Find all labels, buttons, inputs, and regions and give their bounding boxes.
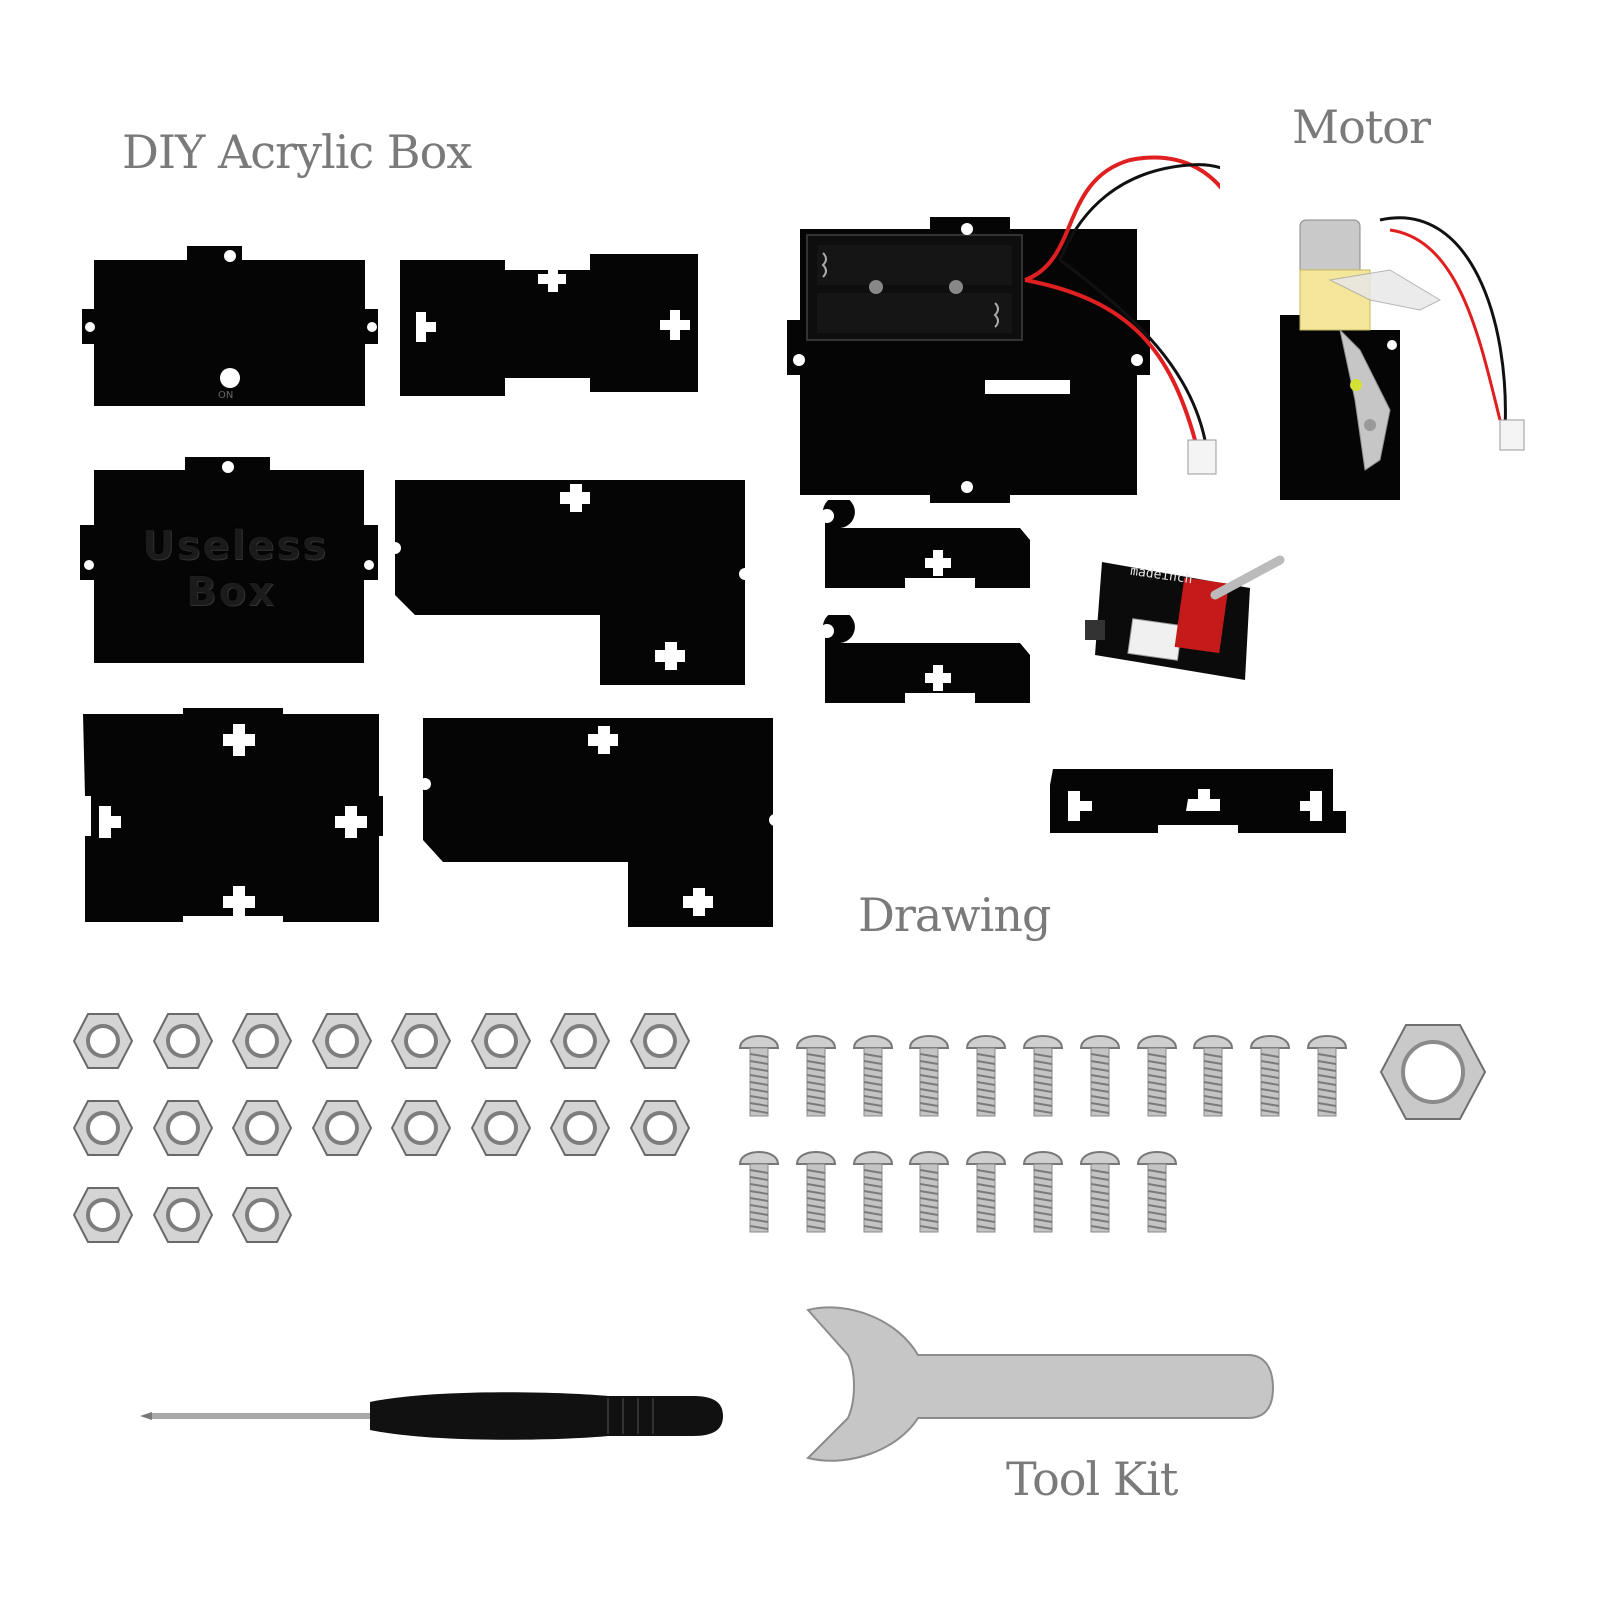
machine-screw xyxy=(1022,1144,1064,1234)
hex-nut xyxy=(549,1099,611,1157)
machine-screw xyxy=(852,1028,894,1118)
machine-screw xyxy=(795,1144,837,1234)
hex-nut xyxy=(470,1012,532,1070)
machine-screw xyxy=(738,1028,780,1118)
hex-nut xyxy=(152,1012,214,1070)
machine-screw xyxy=(1022,1028,1064,1118)
label-motor: Motor xyxy=(1292,100,1431,154)
machine-screw xyxy=(1192,1028,1234,1118)
hex-nut xyxy=(629,1012,691,1070)
large-nut xyxy=(1378,1022,1488,1122)
hex-nut xyxy=(152,1186,214,1244)
machine-screw xyxy=(1136,1144,1178,1234)
motor-assembly xyxy=(1270,200,1560,510)
acrylic-strip-panel xyxy=(1048,765,1348,835)
machine-screw xyxy=(738,1144,780,1234)
machine-screw xyxy=(908,1144,950,1234)
machine-screw xyxy=(795,1028,837,1118)
label-drawing: Drawing xyxy=(858,888,1051,942)
label-tool-kit: Tool Kit xyxy=(1006,1452,1178,1506)
hex-nut xyxy=(72,1099,134,1157)
engraved-text-box: Box xyxy=(186,569,276,615)
acrylic-panel-front-useless-box: Useless Box xyxy=(80,455,380,665)
machine-screw xyxy=(1306,1028,1348,1118)
hex-nut xyxy=(72,1012,134,1070)
hex-nut xyxy=(390,1099,452,1157)
label-diy-acrylic-box: DIY Acrylic Box xyxy=(122,125,472,179)
hex-nut xyxy=(231,1186,293,1244)
hex-nut xyxy=(311,1099,373,1157)
acrylic-panel-side-1 xyxy=(400,252,702,397)
hex-nut xyxy=(231,1012,293,1070)
hex-nut xyxy=(311,1012,373,1070)
machine-screw xyxy=(1249,1028,1291,1118)
acrylic-panel-bottom xyxy=(83,706,385,926)
engraved-text-useless: Useless xyxy=(142,523,328,569)
screwdriver xyxy=(138,1378,728,1458)
machine-screw xyxy=(908,1028,950,1118)
switch-label: ON xyxy=(218,390,234,401)
hex-nut xyxy=(629,1099,691,1157)
hex-nut xyxy=(72,1186,134,1244)
machine-screw xyxy=(1136,1028,1178,1118)
hex-nut xyxy=(390,1012,452,1070)
hex-nut xyxy=(470,1099,532,1157)
machine-screw xyxy=(965,1144,1007,1234)
acrylic-panel-side-2 xyxy=(385,470,755,688)
hex-nut xyxy=(549,1012,611,1070)
hex-nut xyxy=(152,1099,214,1157)
wrench xyxy=(778,1300,1278,1470)
machine-screw xyxy=(1079,1028,1121,1118)
machine-screw xyxy=(965,1028,1007,1118)
acrylic-arm-panel-1 xyxy=(810,500,1035,595)
acrylic-panel-top-lid: ON xyxy=(82,244,382,409)
switch-pcb: madeinch xyxy=(1080,550,1300,690)
machine-screw xyxy=(852,1144,894,1234)
acrylic-arm-panel-2 xyxy=(810,615,1035,710)
machine-screw xyxy=(1079,1144,1121,1234)
hex-nut xyxy=(231,1099,293,1157)
battery-wires xyxy=(1020,150,1220,490)
acrylic-panel-side-3 xyxy=(413,712,788,930)
